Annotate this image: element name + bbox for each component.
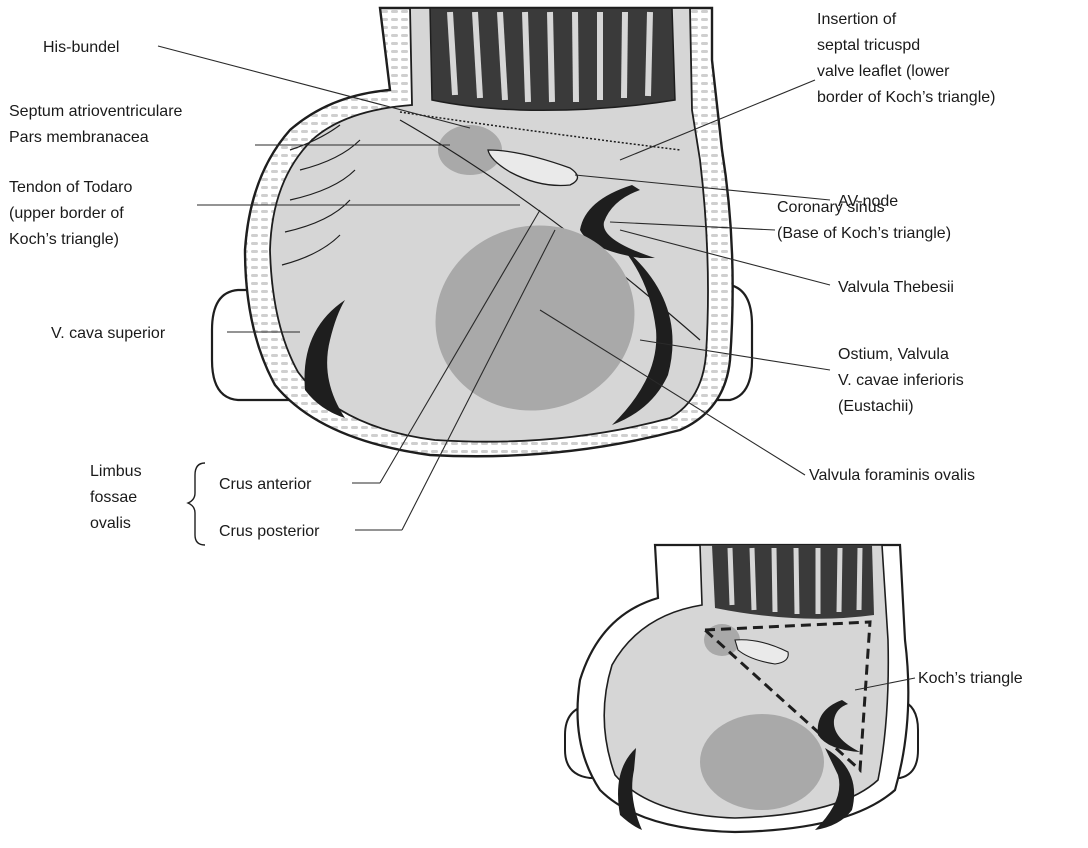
label-crus-posterior: Crus posterior	[219, 523, 320, 540]
label-septum-atrioventriculare: Septum atrioventriculare	[9, 103, 183, 120]
label-limbus: Limbus	[90, 463, 142, 480]
label-coronary-sinus: Coronary sinus	[777, 199, 885, 216]
limbus-brace	[188, 463, 205, 545]
label-ovalis: ovalis	[90, 515, 131, 532]
label-eustachii: (Eustachii)	[838, 398, 914, 415]
label-insertion-1: Insertion of	[817, 11, 897, 28]
label-insertion-2: septal tricuspd	[817, 37, 920, 54]
label-ostium: Ostium, Valvula	[838, 346, 949, 363]
label-valvula-foraminis: Valvula foraminis ovalis	[809, 467, 975, 484]
label-vcava-superior: V. cava superior	[51, 325, 166, 342]
label-todaro-upper-border: (upper border of	[9, 205, 124, 222]
label-insertion-4: border of Koch’s triangle)	[817, 89, 995, 106]
label-pars-membranacea: Pars membranacea	[9, 129, 149, 146]
inset-fossa-ovalis	[700, 714, 824, 810]
label-his-bundel: His-bundel	[43, 39, 119, 56]
main-heart-illustration	[212, 8, 752, 456]
label-insertion-3: valve leaflet (lower	[817, 63, 950, 80]
label-valvula-thebesii: Valvula Thebesii	[838, 279, 954, 296]
label-vcavae-inferioris: V. cavae inferioris	[838, 372, 964, 389]
label-todaro-koch: Koch’s triangle)	[9, 231, 119, 248]
inset-tricuspid-region	[712, 545, 874, 619]
label-koch-triangle: Koch’s triangle	[918, 670, 1023, 687]
label-crus-anterior: Crus anterior	[219, 476, 312, 493]
label-tendon-of-todaro: Tendon of Todaro	[9, 179, 132, 196]
label-fossae: fossae	[90, 489, 137, 506]
label-coronary-base: (Base of Koch’s triangle)	[777, 225, 951, 242]
